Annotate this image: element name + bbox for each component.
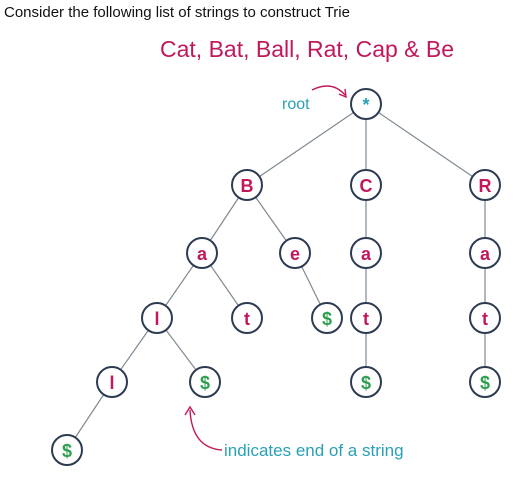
- trie-node-label: a: [197, 244, 208, 264]
- trie-node-circle: [469, 366, 501, 398]
- trie-node-Ca: a: [350, 237, 382, 269]
- trie-node-circle: [350, 366, 382, 398]
- trie-node-label: B: [241, 176, 254, 196]
- trie-node-Be: e: [279, 237, 311, 269]
- trie-node-B: B: [231, 169, 263, 201]
- trie-node-circle: [350, 237, 382, 269]
- trie-node-circle: [231, 302, 263, 334]
- trie-node-label: l: [109, 373, 114, 393]
- trie-edge-root-R: [365, 103, 486, 186]
- trie-end-node: $: [350, 366, 382, 398]
- trie-node-label: $: [200, 373, 210, 393]
- trie-node-circle: [311, 302, 343, 334]
- trie-node-label: e: [290, 244, 300, 264]
- trie-node-R: R: [469, 169, 501, 201]
- trie-node-label: $: [480, 373, 490, 393]
- end-marker-arrow: [189, 409, 223, 451]
- trie-node-label: $: [62, 441, 72, 461]
- trie-end-node: $: [189, 366, 221, 398]
- root-arrowhead: [338, 88, 347, 99]
- trie-node-circle: [279, 237, 311, 269]
- trie-node-C: C: [350, 169, 382, 201]
- trie-node-label: t: [482, 309, 488, 329]
- end-marker-arrowhead: [184, 405, 196, 416]
- trie-node-label: t: [363, 309, 369, 329]
- trie-node-label: t: [244, 309, 250, 329]
- trie-node-label: C: [360, 176, 373, 196]
- trie-node-circle: [350, 88, 382, 120]
- page-heading: Consider the following list of strings t…: [4, 4, 350, 21]
- trie-node-circle: [469, 237, 501, 269]
- trie-node-circle: [231, 169, 263, 201]
- trie-node-circle: [350, 302, 382, 334]
- trie-node-Cat: t: [350, 302, 382, 334]
- root-label: root: [282, 96, 310, 113]
- trie-node-circle: [96, 366, 128, 398]
- trie-node-Bat: t: [231, 302, 263, 334]
- trie-node-label: l: [154, 309, 159, 329]
- trie-node-circle: [469, 169, 501, 201]
- trie-node-circle: [189, 366, 221, 398]
- trie-node-Ra: a: [469, 237, 501, 269]
- trie-edge-root-B: [246, 103, 367, 186]
- trie-node-label: a: [361, 244, 372, 264]
- root-arrow: [311, 85, 346, 96]
- trie-node-label: *: [362, 95, 369, 115]
- trie-node-circle: [141, 302, 173, 334]
- trie-node-label: a: [480, 244, 491, 264]
- trie-node-label: $: [322, 309, 332, 329]
- trie-node-label: R: [479, 176, 492, 196]
- trie-root-node: *: [350, 88, 382, 120]
- trie-end-node: $: [311, 302, 343, 334]
- trie-node-Bal: l: [141, 302, 173, 334]
- trie-node-circle: [350, 169, 382, 201]
- trie-node-Ball: l: [96, 366, 128, 398]
- trie-node-circle: [186, 237, 218, 269]
- string-list-title: Cat, Bat, Ball, Rat, Cap & Be: [160, 36, 455, 62]
- trie-node-label: $: [361, 373, 371, 393]
- trie-node-circle: [469, 302, 501, 334]
- trie-node-circle: [51, 434, 83, 466]
- trie-node-Ba: a: [186, 237, 218, 269]
- trie-node-Rat: t: [469, 302, 501, 334]
- trie-end-node: $: [469, 366, 501, 398]
- trie-end-node: $: [51, 434, 83, 466]
- end-marker-note: indicates end of a string: [224, 441, 404, 460]
- trie-edges: [66, 103, 486, 451]
- trie-nodes: * B C Ra e a a l t $ t t l $ $ $ $: [51, 88, 501, 466]
